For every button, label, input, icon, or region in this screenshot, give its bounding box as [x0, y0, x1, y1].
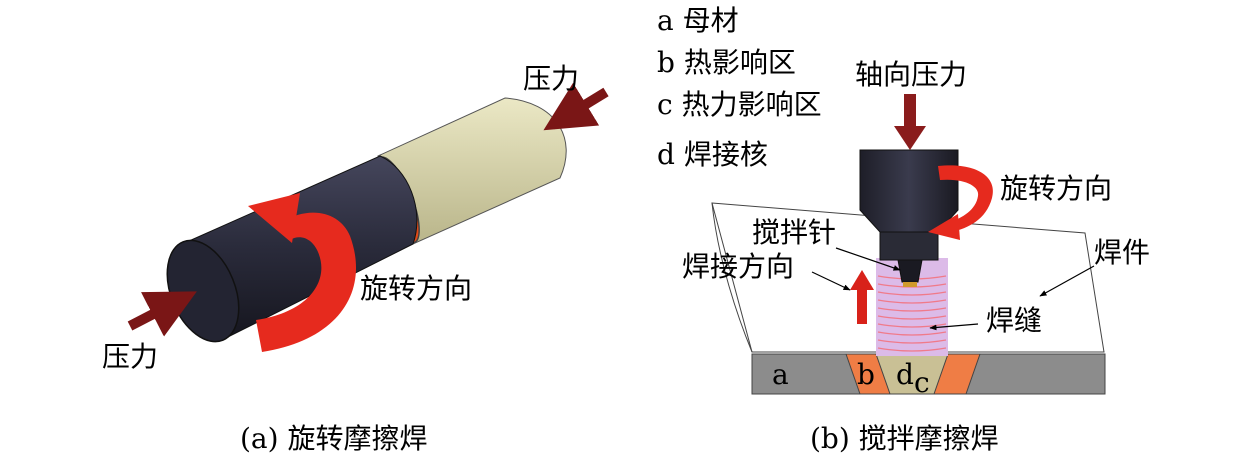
rotation-arrow-a — [248, 193, 357, 352]
legend-key: c — [657, 88, 673, 121]
legend-text: 焊接核 — [683, 138, 768, 171]
rotation-arrow-b — [928, 165, 993, 240]
legend-text: 母材 — [682, 4, 739, 37]
zone-label-b: b — [857, 358, 875, 391]
panel-a-graphic — [127, 82, 609, 352]
legend-item-d: d 焊接核 — [657, 140, 768, 170]
stir-tool — [859, 149, 959, 287]
zone-label-a: a — [772, 358, 789, 391]
legend-item-c: c 热力影响区 — [657, 90, 822, 120]
rotation-label-a: 旋转方向 — [360, 272, 473, 305]
caption-a: (a) 旋转摩擦焊 — [240, 422, 428, 455]
legend-text: 热影响区 — [683, 46, 796, 79]
legend-item-a: a 母材 — [657, 6, 739, 36]
pressure-label-left: 压力 — [102, 340, 159, 373]
seam-label: 焊缝 — [986, 304, 1043, 337]
weld-direction-label: 焊接方向 — [682, 250, 795, 283]
pressure-arrow-left — [127, 291, 197, 337]
pin-label: 搅拌针 — [752, 216, 837, 249]
legend-text: 热力影响区 — [681, 88, 822, 121]
pin-leader — [835, 247, 901, 271]
axial-pressure-arrow — [894, 94, 926, 150]
caption-b: (b) 搅拌摩擦焊 — [810, 422, 999, 455]
workpiece-leader — [1039, 265, 1095, 297]
axial-pressure-label: 轴向压力 — [855, 58, 968, 91]
pressure-label-right: 压力 — [523, 62, 580, 95]
seam-leader — [929, 323, 979, 331]
zone-label-c: c — [914, 366, 930, 399]
workpiece-label: 焊件 — [1094, 236, 1151, 269]
rotation-label-b: 旋转方向 — [1000, 172, 1113, 205]
weld-direction-leader — [811, 271, 851, 291]
panel-b-graphic — [711, 94, 1106, 395]
legend-key: d — [657, 138, 675, 171]
legend-key: a — [657, 4, 674, 37]
legend-item-b: b 热影响区 — [657, 48, 796, 78]
legend-key: b — [657, 46, 675, 79]
pressure-arrow-right — [543, 82, 609, 131]
weld-direction-arrow — [850, 270, 874, 324]
zone-label-d: d — [896, 358, 914, 391]
